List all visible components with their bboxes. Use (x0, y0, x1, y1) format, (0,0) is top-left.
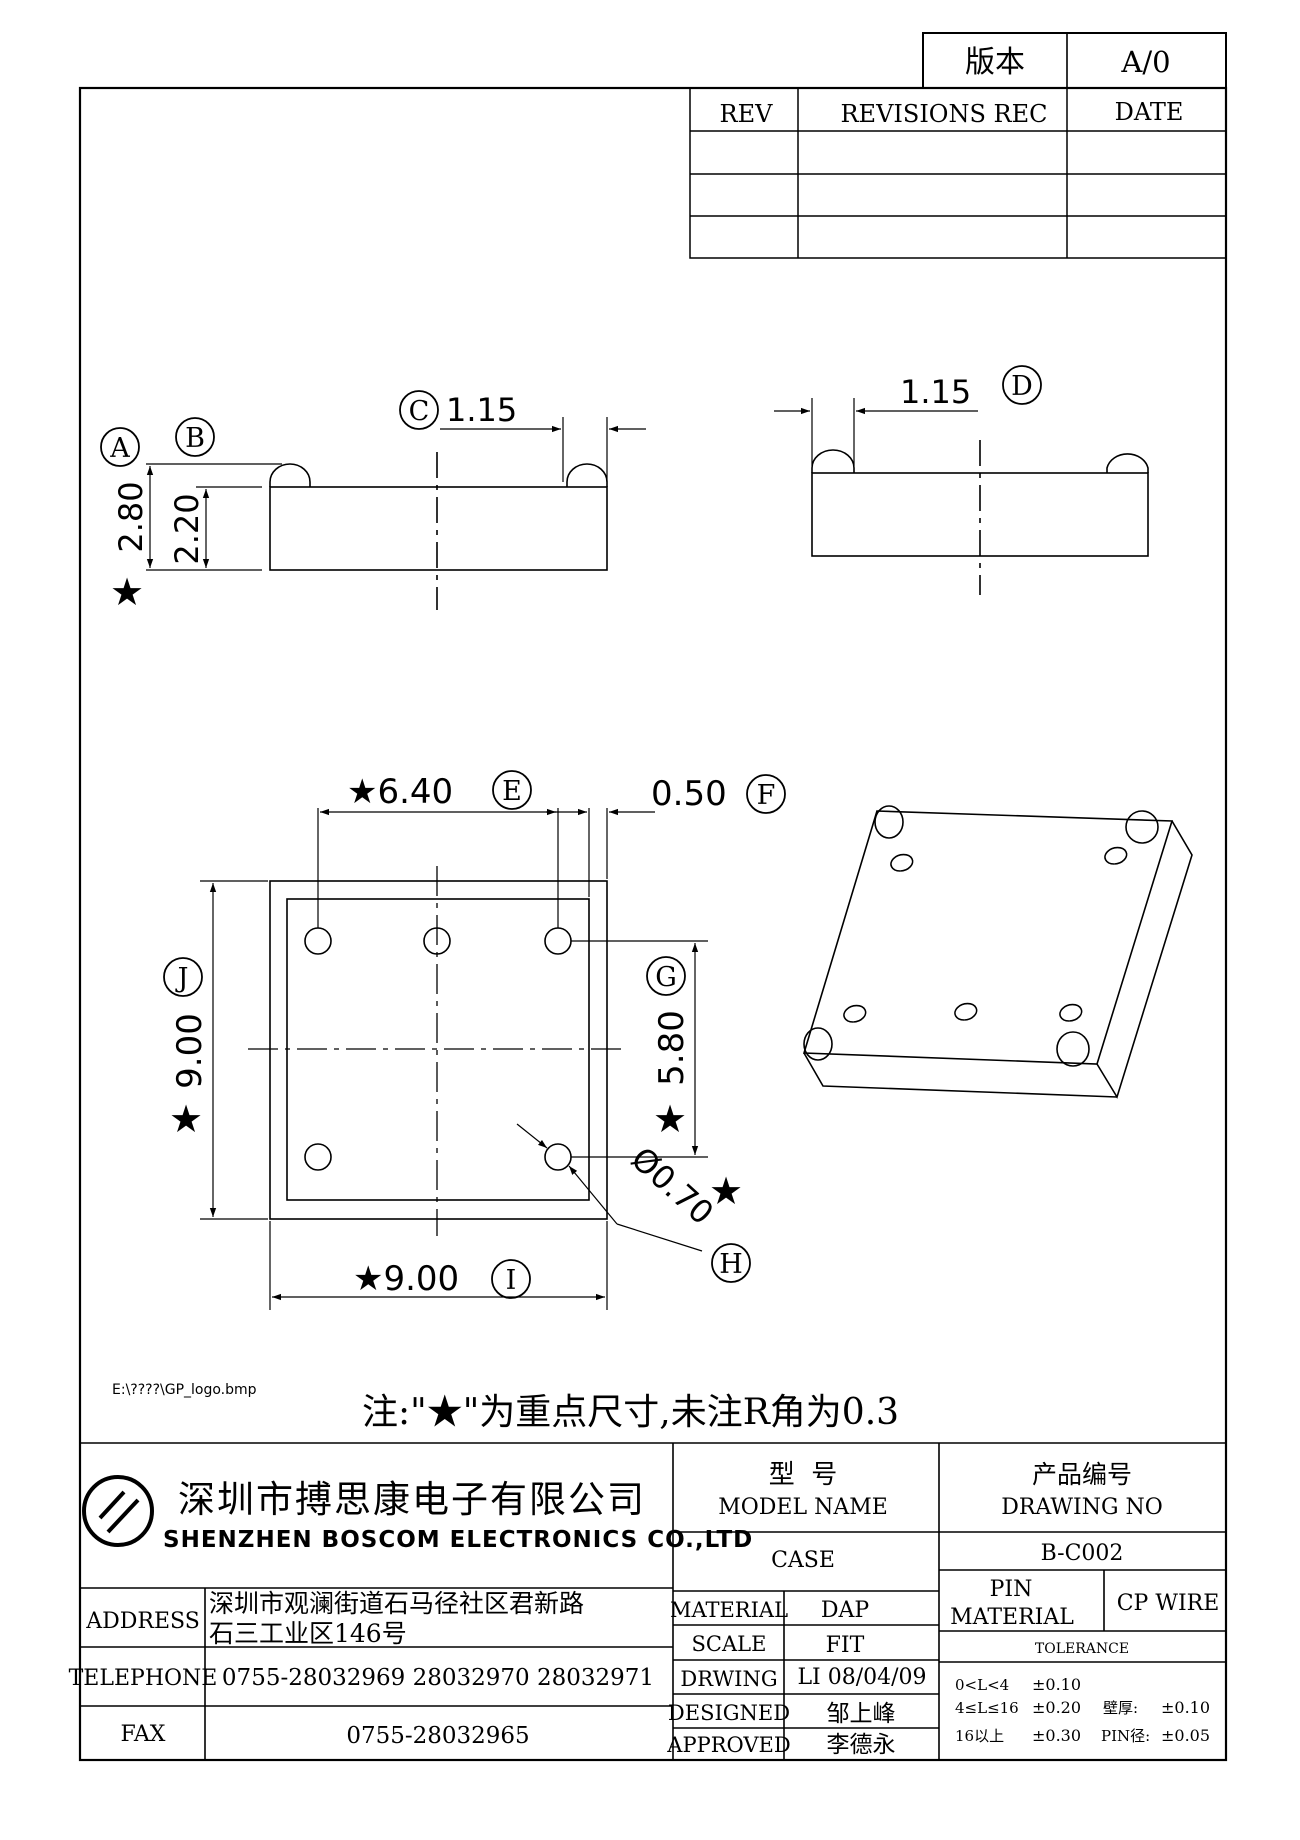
version-box: 版本 A/0 (922, 32, 1227, 89)
tol-row2-value: ±0.20 (1032, 1698, 1081, 1717)
address-line-1: 深圳市观澜街道石马径社区君新路 (209, 1589, 584, 1618)
tol-wall-value: ±0.10 (1161, 1698, 1210, 1717)
balloon-i: I (506, 1265, 517, 1296)
dim-2-20: 2.20 (168, 493, 206, 564)
approved-value: 李德永 (827, 1732, 896, 1758)
dim-1-15-right: 1.15 (900, 373, 971, 411)
tol-row1-value: ±0.10 (1032, 1675, 1081, 1694)
tol-row3-value: ±0.30 (1032, 1726, 1081, 1745)
balloon-b: B (185, 423, 205, 454)
side-view-right (774, 365, 1149, 595)
material-label: MATERIAL (670, 1598, 788, 1622)
tol-row3-range: 16以上 (955, 1727, 1004, 1745)
critical-star-g: ★ (653, 1097, 687, 1141)
version-value: A/0 (1120, 45, 1170, 79)
dim-1-15-left: 1.15 (446, 391, 517, 429)
revisions-rec-header: REVISIONS REC (840, 100, 1047, 128)
address-label: ADDRESS (85, 1609, 200, 1634)
dim-hole-diameter: Ø0.70 (624, 1139, 721, 1232)
version-label: 版本 (965, 45, 1025, 80)
pin-hole (544, 927, 572, 955)
pin-hole (304, 927, 332, 955)
drwing-value: LI 08/04/09 (797, 1665, 926, 1690)
fax-label: FAX (121, 1722, 166, 1747)
telephone-label: TELEPHONE (69, 1666, 218, 1691)
balloon-e: E (502, 776, 522, 807)
logo-file-path: E:\????\GP_logo.bmp (112, 1382, 257, 1398)
approved-label: APPROVED (666, 1733, 790, 1757)
pin-label-1: PIN (990, 1577, 1033, 1602)
pin-hole (544, 1143, 572, 1171)
rev-header: REV (720, 100, 774, 128)
tol-pin-label: PIN径: (1101, 1727, 1150, 1745)
company-name-en: SHENZHEN BOSCOM ELECTRONICS CO.,LTD (163, 1527, 753, 1553)
drawing-no-label-en: DRAWING NO (1001, 1495, 1163, 1520)
date-header: DATE (1115, 98, 1184, 126)
model-label-en: MODEL NAME (718, 1495, 888, 1520)
designed-label: DESIGNED (668, 1701, 790, 1725)
tol-row2-range: 4≤L≤16 (955, 1699, 1019, 1717)
dim-6-40: ★6.40 (347, 772, 453, 812)
critical-star-h: ★ (709, 1169, 743, 1213)
balloon-g: G (655, 962, 677, 993)
tol-row1-range: 0<L<4 (955, 1676, 1009, 1694)
tol-wall-label: 壁厚: (1103, 1699, 1138, 1717)
designed-value: 邹上峰 (827, 1701, 896, 1727)
pin-label-2: MATERIAL (950, 1605, 1074, 1630)
scale-value: FIT (826, 1633, 865, 1658)
top-view (163, 770, 786, 1310)
company-logo-icon (82, 1475, 154, 1547)
drawing-frame (78, 86, 1228, 1762)
side-view-left (100, 390, 646, 610)
balloon-d: D (1011, 371, 1033, 402)
drwing-label: DRWING (680, 1667, 777, 1691)
company-name-cn: 深圳市搏思康电子有限公司 (178, 1478, 646, 1521)
dim-9-00-horizontal: ★9.00 (353, 1259, 459, 1299)
tol-pin-value: ±0.05 (1161, 1726, 1210, 1745)
drawing-note: 注:"★"为重点尺寸,未注R角为0.3 (362, 1392, 899, 1433)
material-value: DAP (821, 1598, 870, 1623)
address-line-2: 石三工业区146号 (209, 1619, 407, 1648)
critical-star-j: ★ (169, 1097, 203, 1141)
pin-hole (423, 927, 451, 955)
revision-table (689, 87, 1227, 259)
pin-hole (304, 1143, 332, 1171)
tolerance-title: TOLERANCE (1035, 1641, 1129, 1657)
title-block (80, 1442, 1226, 1760)
model-value: CASE (771, 1548, 835, 1573)
dim-9-00-vertical: 9.00 (170, 1013, 210, 1089)
balloon-h: H (719, 1249, 743, 1280)
critical-star-left: ★ (110, 570, 144, 614)
pin-material-value: CP WIRE (1117, 1591, 1220, 1616)
balloon-a: A (109, 433, 130, 464)
drawing-no-label-cn: 产品编号 (1032, 1460, 1132, 1489)
balloon-f: F (757, 780, 776, 811)
fax-number: 0755-28032965 (346, 1723, 529, 1749)
dim-5-80: 5.80 (652, 1010, 692, 1086)
telephone-numbers: 0755-28032969 28032970 28032971 (222, 1665, 654, 1691)
scale-label: SCALE (692, 1632, 767, 1656)
isometric-view (802, 805, 1193, 1099)
dim-2-80: 2.80 (112, 481, 150, 552)
balloon-j: J (175, 963, 189, 994)
drawing-no-value: B-C002 (1041, 1541, 1124, 1566)
model-label-cn: 型 号 (769, 1460, 838, 1490)
dim-0-50: 0.50 (651, 774, 727, 814)
balloon-c: C (409, 396, 430, 427)
